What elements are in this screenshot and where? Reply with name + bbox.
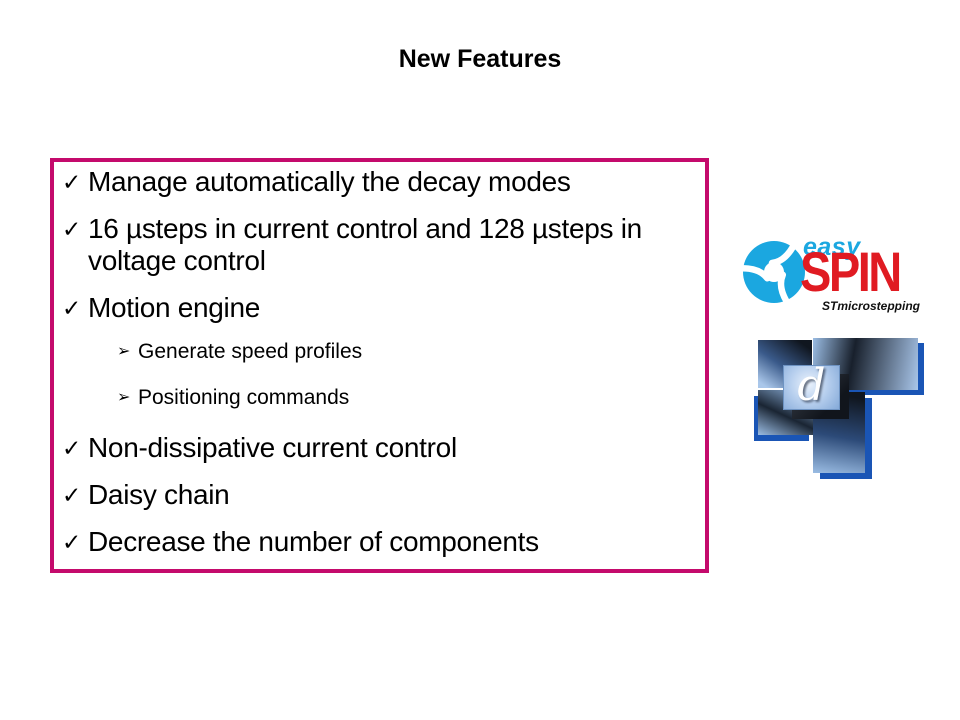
- feature-text: Decrease the number of components: [88, 526, 539, 557]
- dspin-d-square: d: [783, 359, 840, 411]
- feature-item: ✓ Daisy chain: [62, 479, 695, 511]
- feature-text: Manage automatically the decay modes: [88, 166, 571, 197]
- feature-text: Generate speed profiles: [138, 340, 363, 363]
- check-bullet-icon: ✓: [62, 216, 82, 242]
- easyspin-easy-text: easy: [803, 233, 861, 261]
- feature-text: Motion engine: [88, 292, 261, 323]
- check-bullet-icon: ✓: [62, 482, 82, 508]
- feature-item: ✓ Manage automatically the decay modes: [62, 166, 695, 198]
- check-bullet-icon: ✓: [62, 169, 82, 195]
- dspin-d-letter: d: [797, 359, 826, 411]
- feature-item: ✓ Decrease the number of components: [62, 526, 695, 558]
- arrow-bullet-icon: ➢: [117, 389, 131, 406]
- page-title: New Features: [398, 45, 562, 73]
- dspin-logo: d: [755, 335, 930, 485]
- features-box: ✓ Manage automatically the decay modes ✓…: [50, 158, 709, 573]
- easyspin-swirl-icon: [742, 240, 805, 304]
- arrow-bullet-icon: ➢: [117, 343, 131, 360]
- feature-text: Positioning commands: [138, 386, 350, 409]
- check-bullet-icon: ✓: [62, 435, 82, 461]
- feature-text: Daisy chain: [88, 479, 230, 510]
- feature-text: Non-dissipative current control: [88, 432, 457, 463]
- feature-item: ✓ 16 µsteps in current control and 128 µ…: [62, 213, 695, 277]
- feature-item: ✓ Motion engine: [62, 292, 695, 324]
- easyspin-tagline: STmicrostepping: [821, 299, 920, 313]
- feature-subitem: ➢ Positioning commands: [117, 386, 695, 410]
- check-bullet-icon: ✓: [62, 295, 82, 321]
- feature-text: 16 µsteps in current control and 128 µst…: [88, 213, 642, 276]
- feature-item: ✓ Non-dissipative current control: [62, 432, 695, 464]
- easyspin-logo: easy SPIN STmicrostepping: [736, 228, 950, 328]
- feature-subitem: ➢ Generate speed profiles: [117, 340, 695, 364]
- easyspin-spin-text: SPIN: [800, 240, 902, 303]
- check-bullet-icon: ✓: [62, 529, 82, 555]
